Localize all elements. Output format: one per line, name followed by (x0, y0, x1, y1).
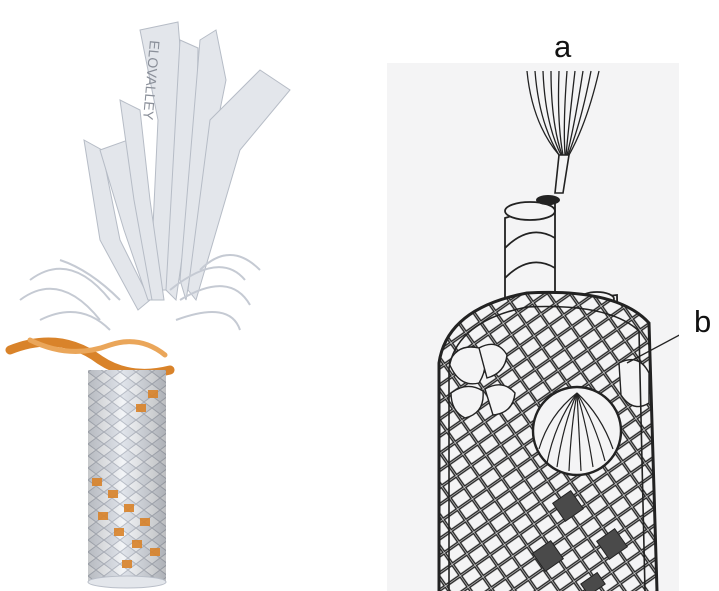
braided-rope-photo: ELOVALLEY (0, 0, 380, 591)
label-a: a (554, 31, 571, 62)
braided-sheath (88, 370, 166, 588)
core-strands (84, 22, 290, 310)
orange-strand (10, 340, 170, 373)
label-b: b (694, 306, 711, 337)
magnified-yarn-circle (533, 387, 621, 475)
rope-structure-drawing (387, 63, 679, 591)
fibre-bundle (527, 71, 599, 155)
